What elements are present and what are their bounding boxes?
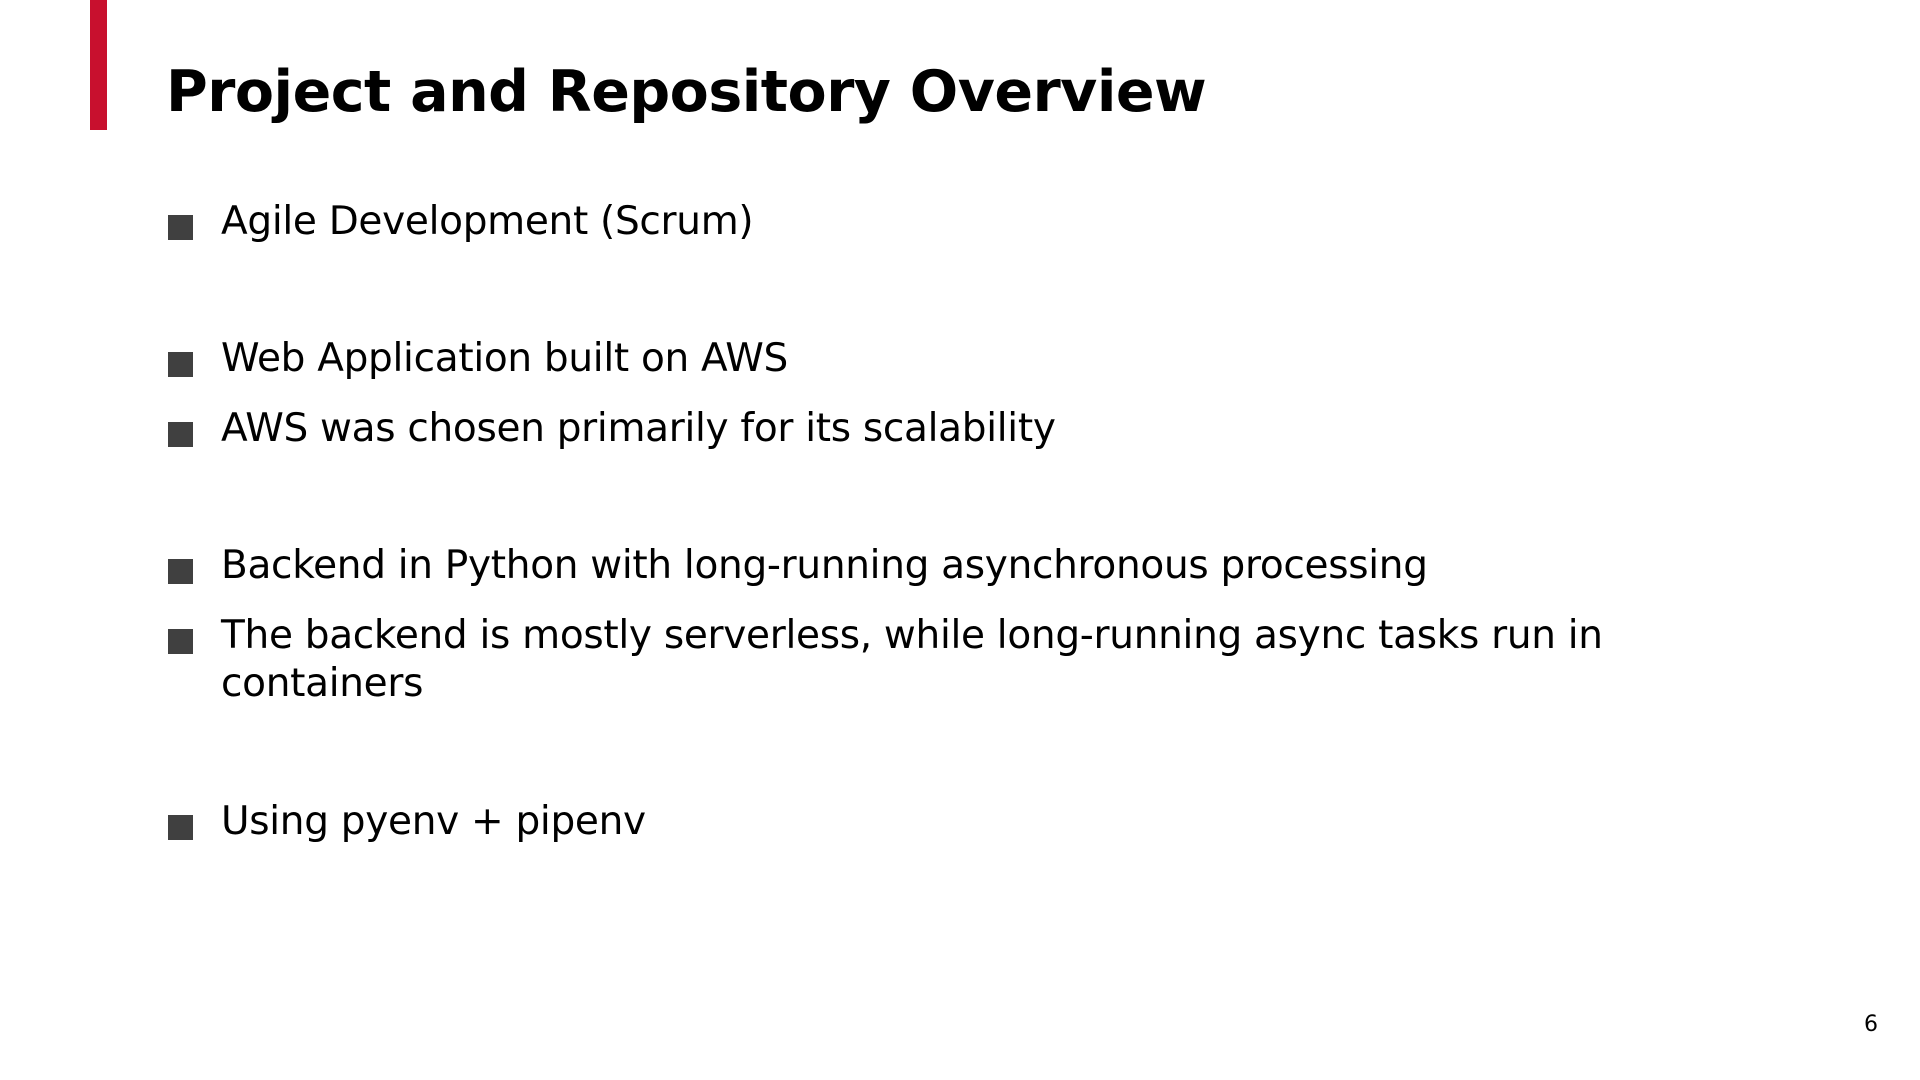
bullet-text: The backend is mostly serverless, while … <box>221 613 1603 706</box>
bullet-text: Backend in Python with long-running asyn… <box>221 543 1428 588</box>
square-bullet-icon <box>168 215 193 240</box>
bullet-item: Backend in Python with long-running asyn… <box>168 542 1728 590</box>
slide-title: Project and Repository Overview <box>166 59 1207 125</box>
title-accent-bar <box>90 0 107 130</box>
bullet-text: Using pyenv + pipenv <box>221 799 646 844</box>
bullet-item: The backend is mostly serverless, while … <box>168 612 1728 708</box>
square-bullet-icon <box>168 629 193 654</box>
page-number: 6 <box>1864 1012 1878 1037</box>
bullet-text: AWS was chosen primarily for its scalabi… <box>221 406 1056 451</box>
square-bullet-icon <box>168 559 193 584</box>
square-bullet-icon <box>168 352 193 377</box>
bullet-item: AWS was chosen primarily for its scalabi… <box>168 405 1728 453</box>
square-bullet-icon <box>168 422 193 447</box>
square-bullet-icon <box>168 815 193 840</box>
bullet-item: Agile Development (Scrum) <box>168 198 1728 246</box>
bullet-item: Web Application built on AWS <box>168 335 1728 383</box>
bullet-item: Using pyenv + pipenv <box>168 798 1728 846</box>
bullet-text: Agile Development (Scrum) <box>221 199 754 244</box>
bullet-text: Web Application built on AWS <box>221 336 789 381</box>
